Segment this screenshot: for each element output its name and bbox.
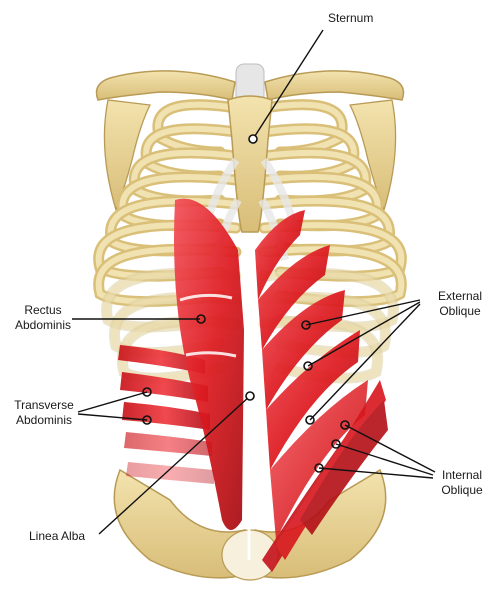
transverse-label-line-1: Transverse bbox=[8, 398, 80, 413]
external-oblique-label-line-1: External bbox=[428, 289, 492, 304]
transverse-abdominis-label: Transverse Abdominis bbox=[8, 398, 80, 428]
external-oblique-label-line-2: Oblique bbox=[428, 304, 492, 319]
internal-oblique-label-line-1: Internal bbox=[432, 468, 492, 483]
internal-oblique-label: Internal Oblique bbox=[432, 468, 492, 498]
rectus-abdominis-label: Rectus Abdominis bbox=[13, 303, 73, 333]
external-oblique-label: External Oblique bbox=[428, 289, 492, 319]
transverse-label-line-2: Abdominis bbox=[8, 413, 80, 428]
rectus-label-line-2: Abdominis bbox=[13, 318, 73, 333]
rectus-label-line-1: Rectus bbox=[13, 303, 73, 318]
linea-alba-label: Linea Alba bbox=[29, 529, 85, 544]
internal-oblique-label-line-2: Oblique bbox=[432, 483, 492, 498]
sternum-label: Sternum bbox=[328, 11, 373, 26]
